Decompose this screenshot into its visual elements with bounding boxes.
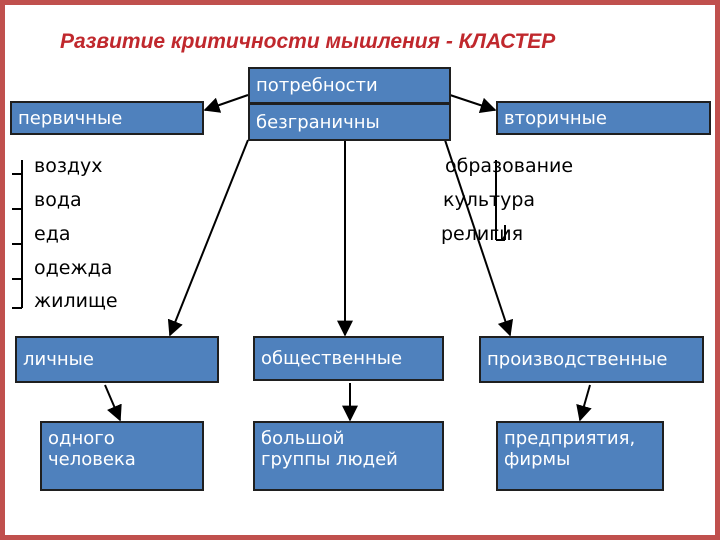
arrow-to-production-detail bbox=[576, 384, 592, 422]
social-node-label: общественные bbox=[261, 348, 403, 369]
secondary-node-label: вторичные bbox=[504, 107, 607, 129]
production-detail-line: фирмы bbox=[504, 449, 571, 470]
arrow-to-personal-detail bbox=[104, 384, 122, 422]
primary-item: жилище bbox=[34, 290, 118, 312]
primary-node-label: первичные bbox=[18, 107, 123, 129]
secondary-node: вторичные bbox=[496, 101, 711, 135]
secondary-list-bracket bbox=[495, 160, 506, 241]
secondary-item: религия bbox=[441, 223, 524, 245]
primary-item: одежда bbox=[34, 257, 113, 279]
primary-list-bracket bbox=[12, 160, 23, 309]
center-node-bottom-label: безграничны bbox=[256, 111, 380, 133]
slide-title: Развитие критичности мышления - КЛАСТЕР bbox=[60, 30, 556, 53]
primary-node: первичные bbox=[10, 101, 204, 135]
personal-detail-line: одного bbox=[48, 428, 115, 449]
social-detail-node: большой группы людей bbox=[253, 421, 444, 491]
primary-item: вода bbox=[34, 189, 82, 211]
personal-node-label: личные bbox=[23, 349, 94, 370]
center-node-top-label: потребности bbox=[256, 75, 378, 96]
primary-item: еда bbox=[34, 223, 71, 245]
secondary-item: образование bbox=[445, 155, 574, 177]
personal-node: личные bbox=[15, 336, 219, 383]
arrow-to-personal bbox=[167, 139, 249, 337]
arrow-to-secondary bbox=[449, 94, 497, 114]
social-detail-line: группы людей bbox=[261, 449, 398, 470]
production-detail-line: предприятия, bbox=[504, 428, 636, 449]
production-node: производственные bbox=[479, 336, 704, 383]
center-node-top: потребности bbox=[248, 67, 451, 104]
personal-detail-line: человека bbox=[48, 449, 136, 470]
arrow-to-primary bbox=[203, 94, 249, 113]
primary-item: воздух bbox=[34, 155, 103, 177]
production-detail-node: предприятия, фирмы bbox=[496, 421, 664, 491]
production-node-label: производственные bbox=[487, 349, 668, 370]
arrow-to-production bbox=[444, 139, 514, 337]
social-node: общественные bbox=[253, 336, 444, 381]
center-node-bottom: безграничны bbox=[248, 103, 451, 141]
social-detail-line: большой bbox=[261, 428, 345, 449]
secondary-item: культура bbox=[443, 189, 536, 211]
personal-detail-node: одного человека bbox=[40, 421, 204, 491]
